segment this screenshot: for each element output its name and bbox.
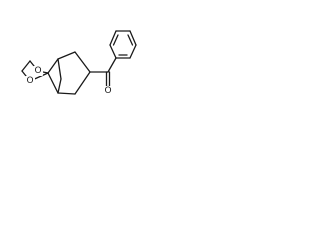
bond-bridge-bottom <box>57 78 62 94</box>
bond-bridge-top <box>57 58 62 80</box>
oxygen-ring-top-background <box>33 66 43 76</box>
bond-aryl-1 <box>109 44 117 59</box>
oxygen-carbonyl-background <box>103 86 113 96</box>
bond-ch2-a-ch <box>74 51 91 73</box>
bond-aryl-5 <box>129 44 137 59</box>
molecule-canvas: O O O <box>0 0 152 152</box>
bond-carbonyl-aryl <box>107 57 117 73</box>
bond-ch2-b-bridgehead-bottom <box>57 92 76 95</box>
oxygen-ring-top-label: O <box>34 66 41 76</box>
bond-dioxolane-c1-c2 <box>21 60 31 72</box>
oxygen-ring-bottom-background <box>25 76 35 86</box>
bond-spiro-bridgehead-top <box>47 58 59 74</box>
structure-drawing: O O O <box>21 30 137 96</box>
bond-spiro-bridgehead-bottom <box>47 72 59 94</box>
bond-bridgehead-top-ch2-a <box>57 51 76 60</box>
bond-aryl-4 <box>129 30 137 46</box>
bond-aryl-inner-2 <box>127 34 134 46</box>
bond-ch-ch2-b <box>74 71 91 95</box>
bond-aryl-inner-1 <box>112 34 119 46</box>
bond-aryl-2 <box>109 30 117 46</box>
bond-layer <box>21 30 137 95</box>
oxygen-ring-bottom: O <box>25 76 35 86</box>
atom-layer: O O O <box>25 66 113 96</box>
oxygen-ring-bottom-label: O <box>26 76 33 86</box>
oxygen-carbonyl: O <box>103 86 113 96</box>
oxygen-carbonyl-label: O <box>104 86 111 96</box>
oxygen-ring-top: O <box>33 66 43 76</box>
